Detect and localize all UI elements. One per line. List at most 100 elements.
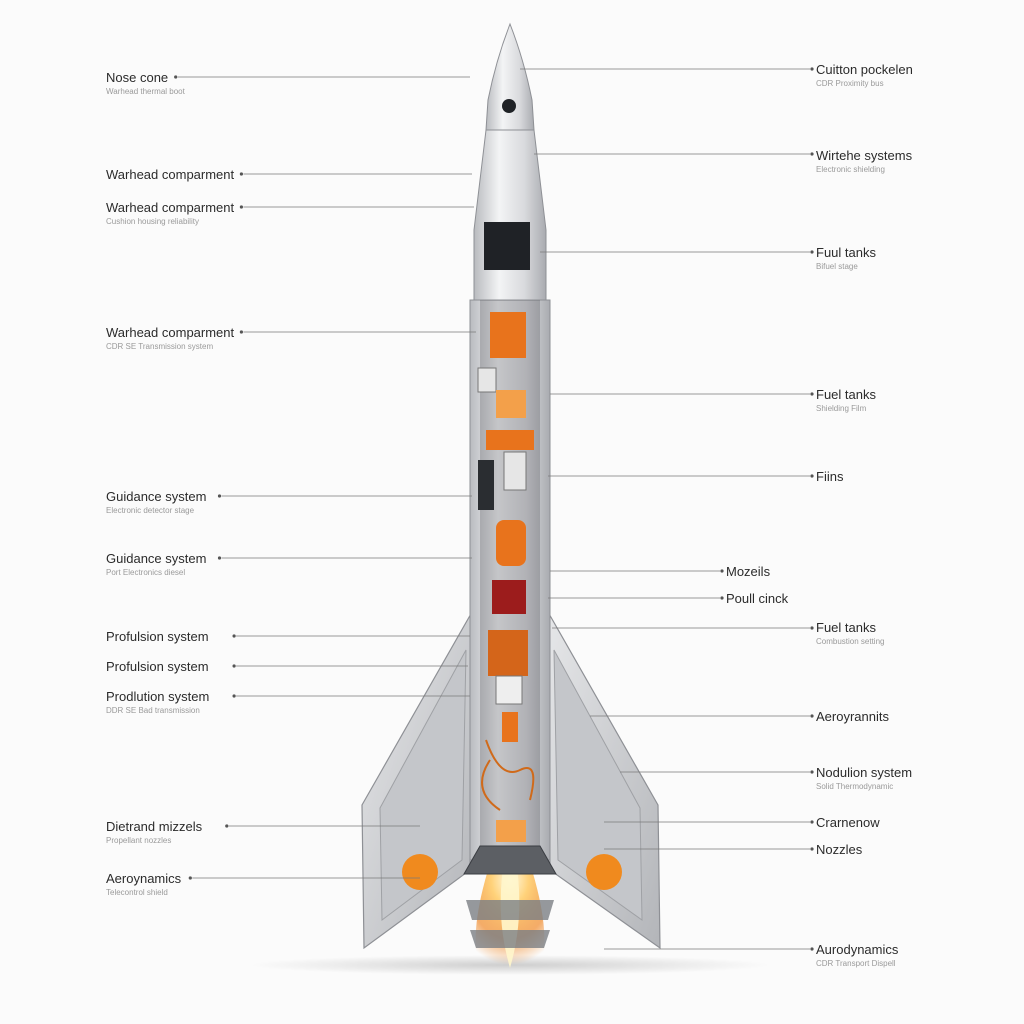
leader-dot-nozzles xyxy=(810,847,814,851)
component-orange-5 xyxy=(488,630,528,676)
callout-poull: Poull cinck xyxy=(726,591,788,607)
right-fin-port xyxy=(586,854,622,890)
leader-dot-warhead-1 xyxy=(239,172,243,176)
nose-cone-shell xyxy=(485,22,535,131)
component-dark-1 xyxy=(478,460,494,510)
leader-dot-nose-cone xyxy=(174,75,178,79)
component-orange-2 xyxy=(496,390,526,418)
callout-title: Fiins xyxy=(816,469,844,484)
warhead-window xyxy=(484,222,530,270)
callout-subtitle: Bifuel stage xyxy=(816,262,858,271)
callout-subtitle: Propellant nozzles xyxy=(106,836,172,845)
component-orange-4 xyxy=(496,520,526,566)
callout-fiins: Fiins xyxy=(816,469,843,485)
leader-dot-poull xyxy=(720,596,724,600)
callout-title: Crarnenow xyxy=(816,815,880,830)
callout-title: Guidance system xyxy=(106,551,207,566)
callout-subtitle: Cushion housing reliability xyxy=(106,217,199,226)
callout-propulsion-2: Profulsion system xyxy=(106,659,209,675)
leader-dot-propulsion-2 xyxy=(232,664,236,668)
callout-title: Mozeils xyxy=(726,564,771,579)
callout-subtitle: Electronic detector stage xyxy=(106,506,195,515)
right-fin-inner xyxy=(553,649,643,921)
component-white-3 xyxy=(495,675,523,705)
callout-title: Profulsion system xyxy=(106,659,209,674)
callout-crarnenow: Crarnenow xyxy=(816,815,880,831)
leader-dot-guidance-2 xyxy=(217,556,222,560)
component-orange-3 xyxy=(486,430,534,450)
leader-dot-dietrand xyxy=(225,824,229,828)
callout-subtitle: Combustion setting xyxy=(816,637,885,646)
leader-dot-fiins xyxy=(810,474,814,478)
engine-nozzle xyxy=(463,845,557,875)
callout-title: Fuul tanks xyxy=(816,245,876,260)
component-orange-7 xyxy=(496,820,526,842)
leader-lines xyxy=(174,67,814,951)
leader-dot-crarnenow xyxy=(810,820,814,824)
callout-title: Profulsion system xyxy=(106,629,209,644)
callout-mozeils: Mozeils xyxy=(726,564,770,580)
callout-subtitle: Warhead thermal boot xyxy=(106,87,185,96)
callout-nozzles: Nozzles xyxy=(816,842,862,858)
left-fin-inner xyxy=(379,649,467,921)
callout-subtitle: Solid Thermodynamic xyxy=(816,782,894,791)
leader-dot-fuel-3 xyxy=(810,626,814,630)
wiring xyxy=(481,739,535,811)
callout-title: Warhead comparment xyxy=(106,325,235,340)
callout-subtitle: DDR SE Bad transmission xyxy=(106,706,200,715)
leader-dot-aeroyrannits xyxy=(810,714,814,718)
callout-title: Nozzles xyxy=(816,842,863,857)
callout-subtitle: CDR SE Transmission system xyxy=(106,342,214,351)
component-white-2 xyxy=(503,451,527,491)
leader-dot-fuel-1 xyxy=(810,250,814,254)
leader-dot-guidance-1 xyxy=(217,494,222,498)
callout-title: Fuel tanks xyxy=(816,620,876,635)
callout-subtitle: CDR Proximity bus xyxy=(816,79,884,88)
leader-dot-wirtehe xyxy=(810,152,814,156)
leader-dot-warhead-3 xyxy=(239,330,243,334)
leader-dot-propulsion-1 xyxy=(232,634,236,638)
callout-title: Dietrand mizzels xyxy=(106,819,203,834)
nozzle-vanes xyxy=(466,900,554,948)
leader-dot-cuitton xyxy=(810,67,814,71)
callout-warhead-1: Warhead comparment xyxy=(106,167,234,183)
component-orange-6 xyxy=(502,712,518,742)
component-white-1 xyxy=(477,367,497,393)
nose-sensor xyxy=(502,99,516,113)
callout-aeroyrannits: Aeroyrannits xyxy=(816,709,889,725)
left-fin-port xyxy=(402,854,438,890)
callout-title: Aeroynamics xyxy=(106,871,182,886)
callout-propulsion-1: Profulsion system xyxy=(106,629,209,645)
callout-title: Nose cone xyxy=(106,70,169,85)
callout-title: Nodulion system xyxy=(816,765,913,780)
callout-subtitle: Shielding Film xyxy=(816,404,867,413)
callout-title: Cuitton pockelen xyxy=(816,62,913,77)
callout-title: Aurodynamics xyxy=(816,942,899,957)
leader-dot-warhead-2 xyxy=(239,205,243,209)
leader-dot-nodulion xyxy=(810,770,814,774)
callout-title: Aeroyrannits xyxy=(816,709,889,724)
leader-dot-aero-left xyxy=(188,876,192,880)
component-red-1 xyxy=(492,580,526,614)
callout-title: Warhead comparment xyxy=(106,167,235,182)
callout-title: Guidance system xyxy=(106,489,207,504)
callout-subtitle: CDR Transport Dispell xyxy=(816,959,896,968)
callout-subtitle: Telecontrol shield xyxy=(106,888,168,897)
upper-body xyxy=(473,129,547,301)
leader-dot-aurodynamics xyxy=(810,947,814,951)
